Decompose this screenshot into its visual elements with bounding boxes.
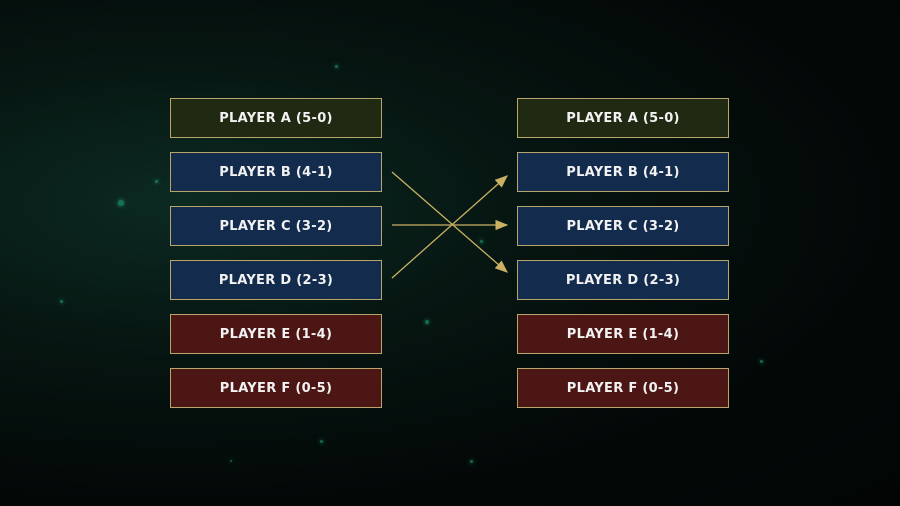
left-player-f: PLAYER F (0-5)	[170, 368, 382, 408]
particle	[118, 200, 124, 206]
particle	[480, 240, 483, 243]
particle	[60, 300, 63, 303]
left-player-a: PLAYER A (5-0)	[170, 98, 382, 138]
right-player-d: PLAYER D (2-3)	[517, 260, 729, 300]
particle	[760, 360, 763, 363]
particle	[470, 460, 473, 463]
right-player-f: PLAYER F (0-5)	[517, 368, 729, 408]
arrow-d-to-b	[391, 175, 508, 279]
particle	[335, 65, 338, 68]
right-player-b: PLAYER B (4-1)	[517, 152, 729, 192]
particle	[155, 180, 158, 183]
left-player-d: PLAYER D (2-3)	[170, 260, 382, 300]
right-player-e: PLAYER E (1-4)	[517, 314, 729, 354]
particle	[230, 460, 232, 462]
right-player-c: PLAYER C (3-2)	[517, 206, 729, 246]
particle	[425, 320, 429, 324]
right-player-a: PLAYER A (5-0)	[517, 98, 729, 138]
left-player-c: PLAYER C (3-2)	[170, 206, 382, 246]
left-player-e: PLAYER E (1-4)	[170, 314, 382, 354]
left-player-b: PLAYER B (4-1)	[170, 152, 382, 192]
particle	[320, 440, 323, 443]
arrow-b-to-d	[391, 171, 508, 273]
